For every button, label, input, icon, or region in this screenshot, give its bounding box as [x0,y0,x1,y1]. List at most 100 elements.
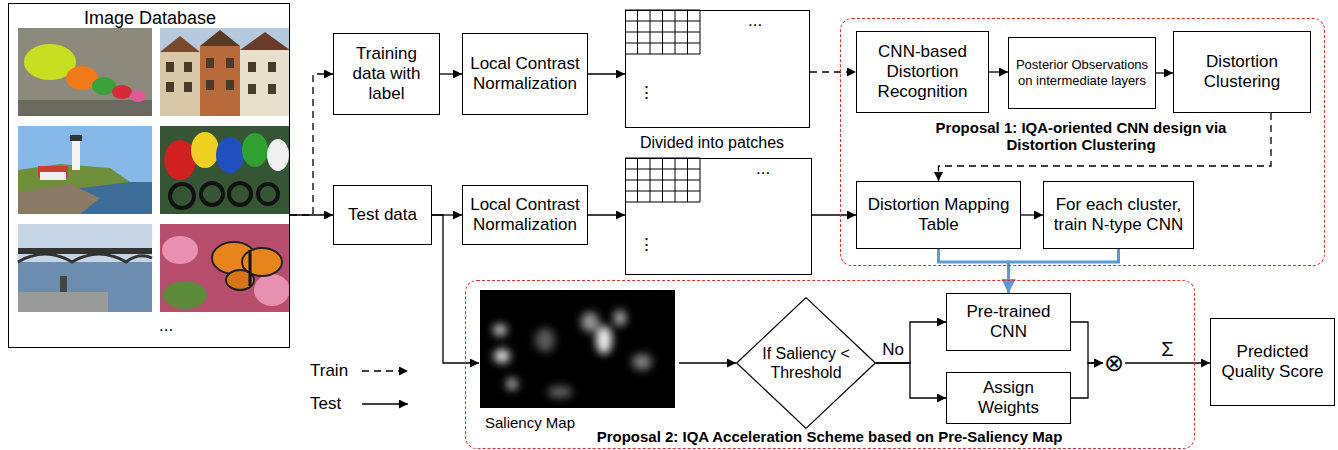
node-text: ⊗ [1099,351,1129,375]
saliency-map-image [581,312,599,332]
process-box: Local Contrast Normalization [462,33,588,115]
process-box: Training data with label [333,33,440,115]
photo-hats [130,90,146,102]
photo-bridge [18,224,152,312]
process-box: Pre-trained CNN [946,293,1071,351]
node-text: Training data with label [338,44,435,104]
connector-arrow [989,71,1008,72]
connector-arrow [588,73,625,74]
connector-arrow [1009,249,1119,293]
photo-houses [184,82,192,92]
node-text: Test data [348,205,417,225]
node-text: Predicted Quality Score [1215,342,1330,382]
node-text: CNN-based Distortion Recognition [861,42,984,102]
process-box: Posterior Observations on intermediate l… [1008,37,1156,109]
photo-houses [160,36,200,52]
photo-butterfly [160,224,290,312]
connector-arrow [679,362,736,363]
legend-samples [362,371,408,404]
photo-houses [200,30,240,46]
node-text: Proposal 1: IQA-oriented CNN design via … [921,119,1241,153]
photo-bridge [18,224,152,312]
legend-samples [362,403,408,404]
patch-grid [625,10,700,54]
photo-motorbikes [191,132,219,168]
photo-hats [18,28,152,116]
photo-motorbikes [258,184,278,204]
photo-hats [18,28,152,116]
photo-lighthouse [18,126,152,214]
node-text: Local Contrast Normalization [467,54,583,94]
saliency-map-image [494,349,510,363]
photo-motorbikes [160,126,290,214]
connector-arrow [812,214,856,215]
photo-butterfly [254,274,290,306]
node-text: Distortion Mapping Table [861,195,1016,235]
node-text: Image Database [9,7,291,29]
photo-motorbikes [170,183,278,208]
proposal-region: Proposal 1: IQA-oriented CNN design via … [840,18,1325,266]
connector-arrow [1156,72,1173,73]
connector-arrow [939,249,1009,293]
edge-label: No [880,341,906,360]
photo-houses [268,62,276,72]
diamond-outline [736,297,876,429]
decision-diamond: If Saliency < Threshold [736,297,876,429]
photo-butterfly [249,250,252,286]
node-text: ⋮ [638,235,655,255]
patch-panel: ... ⋮ [625,158,812,275]
node-text: ... [748,11,762,31]
photo-houses [200,46,240,116]
process-box: Distortion Clustering [1173,31,1311,113]
connector-arrow [588,214,625,215]
node-text: If Saliency < Threshold [760,344,852,382]
saliency-map-image [548,386,572,398]
photo-butterfly [162,236,198,264]
proposal-region: Proposal 2: IQA Acceleration Scheme base… [465,280,1195,449]
photo-lighthouse [70,135,82,141]
patch-panel: ...⋮Divided into patches [625,10,810,128]
connector-arrow [1071,322,1103,363]
saliency-map-image [493,310,652,398]
photo-motorbikes [242,133,268,167]
legend-label: Test [310,394,341,414]
process-box: CNN-based Distortion Recognition [856,31,989,113]
photo-motorbikes [216,137,244,173]
photo-houses [166,82,174,92]
connector-arrow [810,71,856,72]
process-box: Predicted Quality Score [1210,318,1335,406]
process-box: For each cluster, train N-type CNN [1043,181,1194,249]
photo-houses [160,28,290,116]
node-text: Pre-trained CNN [951,302,1066,342]
process-box: Distortion Mapping Table [856,181,1021,249]
photo-motorbikes [201,183,223,205]
connector-arrow [1125,362,1210,363]
node-text: Divided into patches [640,133,784,152]
image-database-panel: Image Database... [8,3,290,348]
diamond-outline [737,298,876,429]
node-text: Distortion Clustering [1178,52,1306,92]
node-text: Proposal 2: IQA Acceleration Scheme base… [466,429,1193,445]
node-text: Posterior Observations on intermediate l… [1013,57,1151,89]
photo-houses [248,84,256,94]
connector-arrow [290,74,333,215]
node-text: Saliency Map [485,414,575,432]
photo-motorbikes [160,126,290,214]
connector-arrow [876,322,946,363]
process-box: Local Contrast Normalization [462,185,588,245]
node-text: ... [756,159,770,179]
patch-grid [625,158,700,202]
photo-houses [240,32,290,50]
photo-houses [206,80,214,90]
photo-lighthouse [18,126,152,214]
multiply-operator: ⊗ [1103,352,1125,374]
saliency-map-image [480,290,675,408]
photo-bridge [18,262,152,312]
photo-bridge [60,276,67,292]
photo-houses [240,50,290,116]
photo-houses [184,62,192,72]
connector-arrow [1021,214,1043,215]
saliency-map-image [535,328,555,352]
photo-bridge [18,254,152,262]
photo-houses [226,80,234,90]
